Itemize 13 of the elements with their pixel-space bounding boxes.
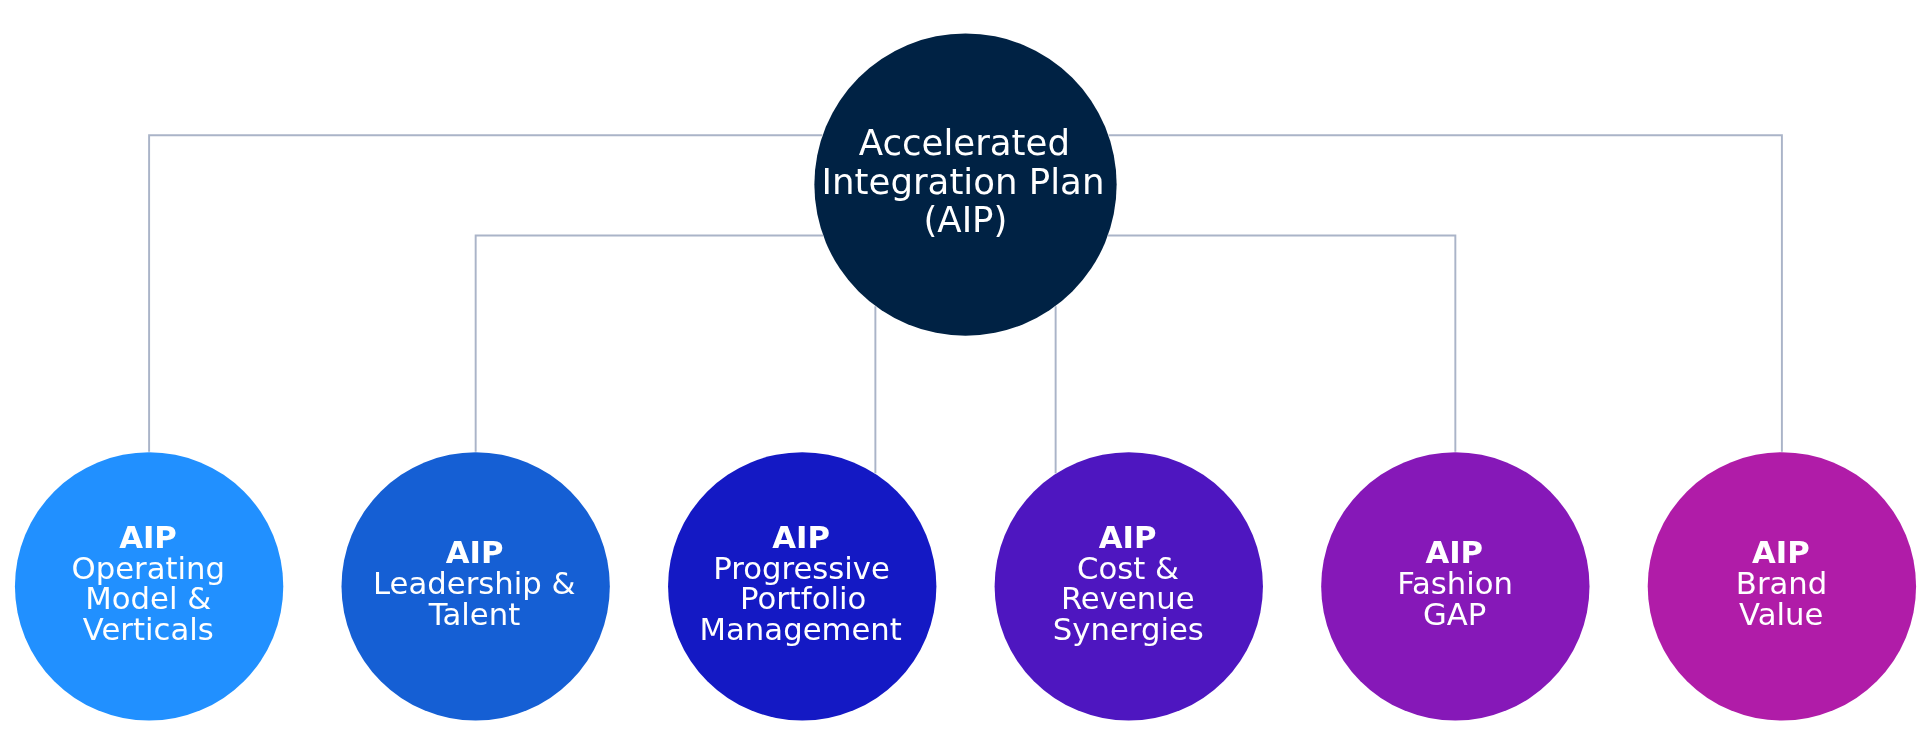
node-circle: AIP Brand Value xyxy=(1647,452,1917,721)
connector xyxy=(474,234,825,453)
node-circle: AIP Leadership & Talent xyxy=(341,452,610,721)
node-circle: AIP Fashion GAP xyxy=(1321,452,1590,721)
connector xyxy=(874,305,877,475)
node-circle: AIP Cost & Revenue Synergies xyxy=(994,452,1263,721)
connector xyxy=(1106,234,1457,453)
node-circle: Accelerated Integration Plan (AIP) xyxy=(814,33,1117,336)
connector xyxy=(148,134,824,453)
node-circle: AIP Progressive Portfolio Management xyxy=(668,452,937,721)
connector xyxy=(1054,305,1057,475)
node-circle: AIP Operating Model & Verticals xyxy=(14,452,284,721)
connector xyxy=(1107,134,1783,453)
